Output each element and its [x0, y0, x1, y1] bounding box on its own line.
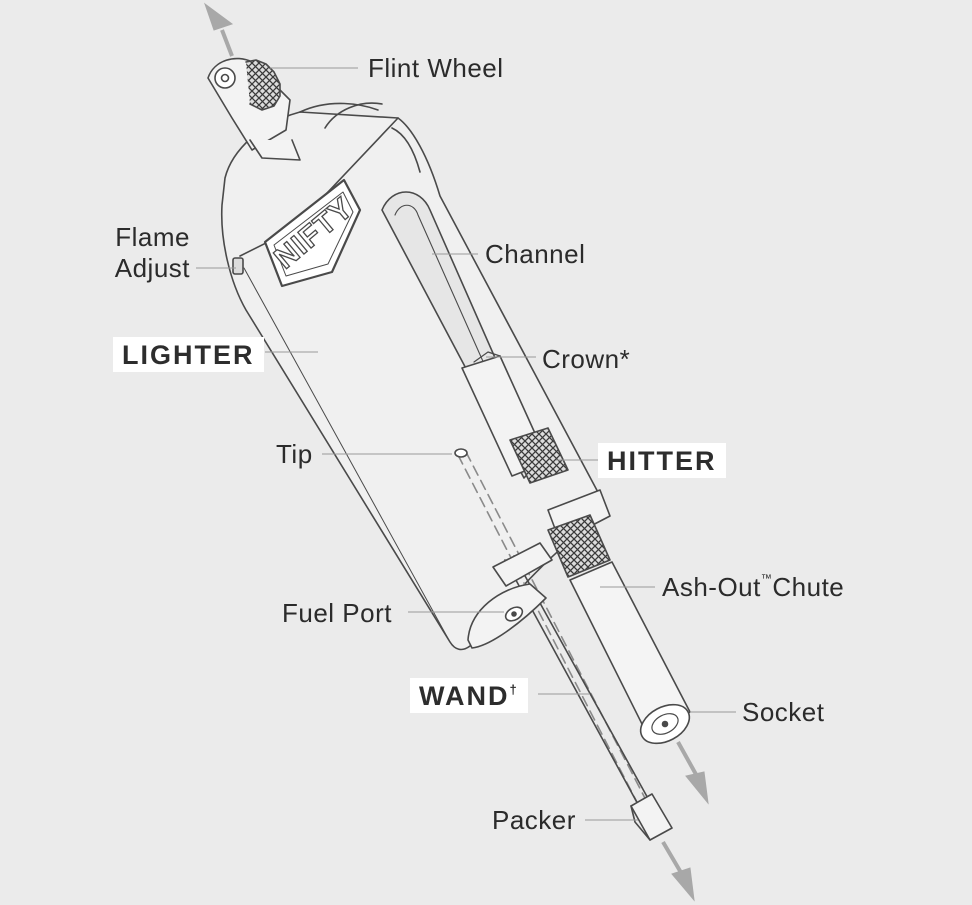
nifty-logo [263, 178, 362, 288]
explode-arrow-socket [676, 741, 709, 805]
explode-arrow-packer [661, 840, 695, 902]
section-badge-wand: WAND† [410, 678, 528, 713]
dagger-mark: † [509, 682, 519, 697]
label-ash-out: Ash-Out [662, 572, 761, 602]
label-crown: Crown* [542, 344, 631, 374]
label-fuel-port: Fuel Port [282, 598, 392, 628]
trademark-mark: ™ [760, 573, 773, 585]
fuel-port [467, 583, 547, 649]
label-packer: Packer [492, 805, 576, 835]
section-badge-wand-text: WAND [419, 681, 510, 711]
socket [639, 703, 691, 745]
section-badge-lighter: LIGHTER [113, 337, 264, 372]
label-ash-out-chute: Ash-Out™Chute [662, 572, 845, 602]
packer [630, 793, 673, 841]
label-flame-adjust: Flame Adjust [100, 222, 190, 284]
label-channel: Channel [485, 239, 586, 269]
label-flint-wheel: Flint Wheel [368, 53, 504, 83]
label-flame-adjust-line2: Adjust [114, 253, 190, 283]
label-tip: Tip [276, 439, 313, 469]
lighter-body [220, 102, 607, 651]
flint-wheel [207, 57, 301, 161]
label-socket: Socket [742, 697, 825, 727]
label-chute: Chute [772, 572, 845, 602]
section-badge-hitter: HITTER [598, 443, 726, 478]
explode-arrow-top [203, 2, 234, 57]
flame-adjust-knob [232, 257, 244, 275]
label-flame-adjust-line1: Flame [115, 222, 190, 252]
